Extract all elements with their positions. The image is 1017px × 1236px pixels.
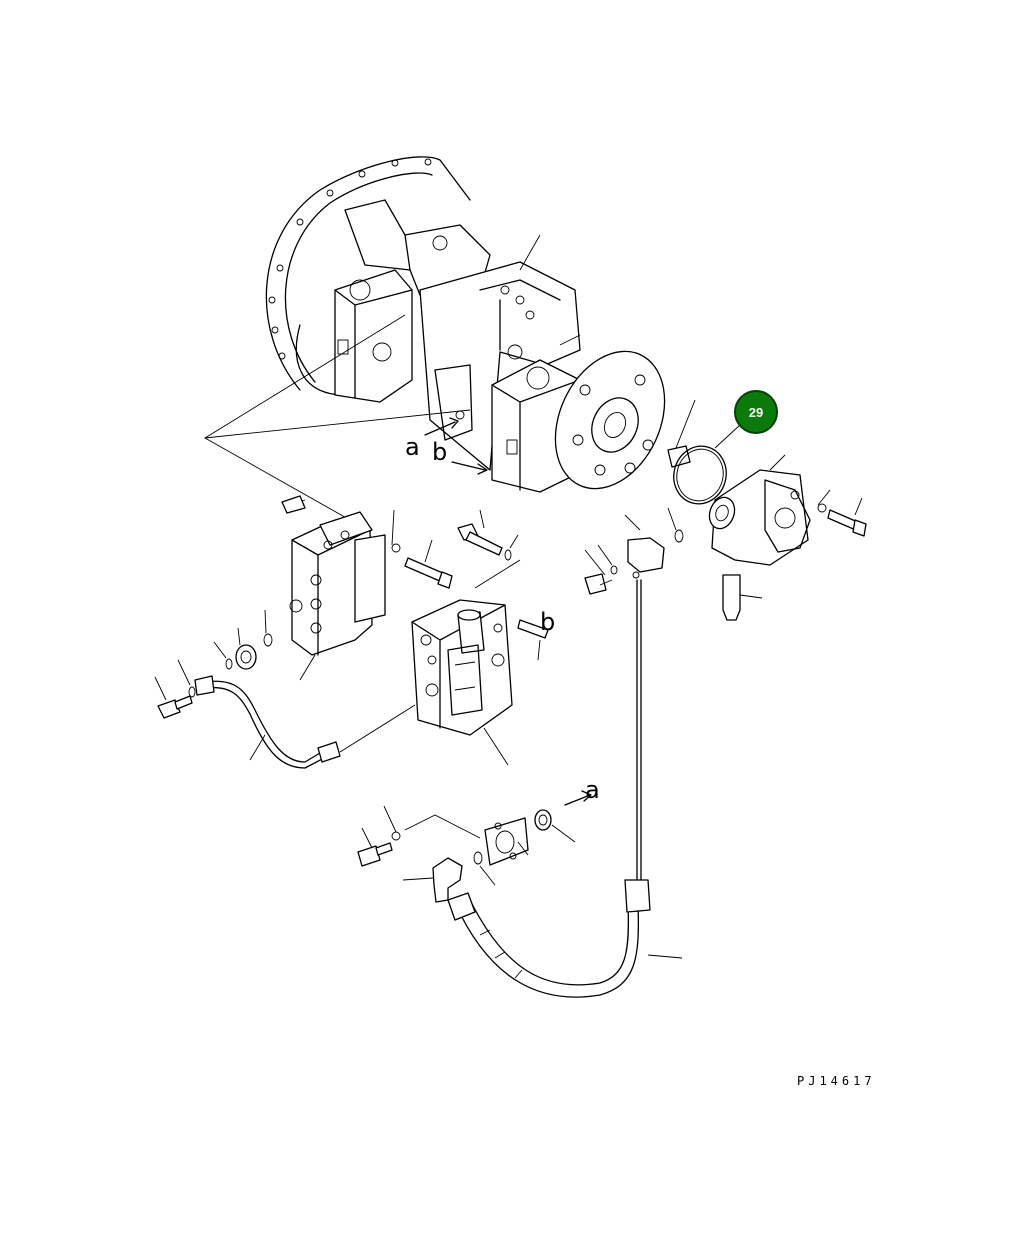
main-pump-assembly	[265, 156, 666, 493]
callout-29[interactable]: 29	[734, 390, 778, 434]
flange-bolt-holes	[268, 158, 432, 360]
charge-pump-group	[667, 399, 867, 621]
ref-letter-b-top: b	[432, 438, 447, 466]
pilot-tube	[154, 659, 416, 769]
pump-reference-arrows: a b	[405, 417, 488, 475]
left-valve-block	[213, 495, 453, 681]
center-valve-block: b	[411, 599, 555, 766]
drawing-code: PJ14617	[797, 1074, 876, 1088]
callout-29-circle[interactable]	[734, 390, 778, 434]
callout-29-label: 29	[749, 405, 763, 420]
o-ring-part-29	[673, 445, 727, 505]
lower-fittings-and-hose: a	[357, 776, 683, 998]
ref-letter-a-top: a	[405, 433, 420, 461]
center-bolt-and-washer	[457, 509, 521, 589]
ref-letter-a-bottom: a	[585, 776, 600, 804]
tee-fitting-and-tube	[584, 514, 665, 881]
leader-pump-to-valve	[204, 314, 471, 521]
ref-letter-b-valve: b	[540, 608, 555, 636]
